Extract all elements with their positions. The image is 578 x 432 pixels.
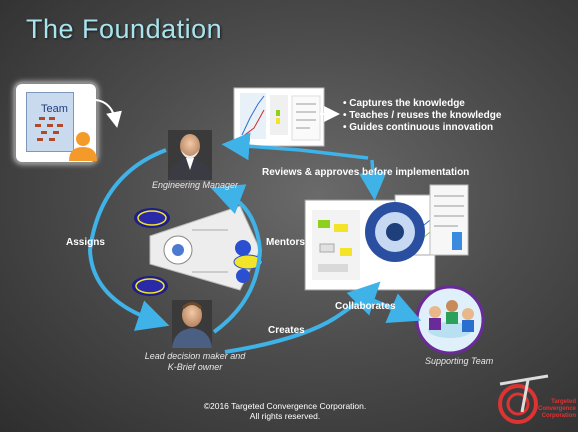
benefit-item: Guides continuous innovation (343, 122, 501, 134)
reviews-arrow (221, 132, 301, 161)
copyright-line: ©2016 Targeted Convergence Corporation. (203, 401, 367, 411)
team-box: Team (14, 82, 98, 164)
team-label: Team (41, 103, 68, 115)
lead-decision-maker-photo (172, 300, 212, 348)
logo-line: Corporation (541, 413, 576, 419)
reviews-label: Reviews & approves before implementation (262, 167, 470, 178)
person-icon (69, 132, 97, 161)
logo-line: Targeted (551, 399, 576, 405)
copyright-line: All rights reserved. (249, 411, 321, 421)
logo-line: Convergence (537, 406, 576, 412)
collaborates-label: Collaborates (335, 301, 396, 312)
benefit-item: Teaches / reuses the knowledge (343, 110, 501, 122)
engineering-manager-caption: Engineering Manager (151, 180, 239, 190)
supporting-team-caption: Supporting Team (425, 356, 494, 366)
assigns-label: Assigns (66, 237, 105, 248)
creates-label: Creates (268, 325, 305, 336)
lead-decision-maker-caption: Lead decision maker and K-Brief owner (144, 351, 246, 372)
creates-arrow (224, 281, 381, 354)
charts-document (233, 87, 325, 147)
engineering-manager-photo (168, 130, 212, 180)
supporting-team-illustration (415, 285, 485, 355)
benefits-list: Captures the knowledge Teaches / reuses … (343, 98, 501, 134)
benefit-item: Captures the knowledge (343, 98, 501, 110)
collaborates-arrow (371, 293, 422, 323)
copyright-notice: ©2016 Targeted Convergence Corporation. … (180, 401, 390, 421)
assigns-arrow (87, 148, 170, 331)
team-chart-card: Team (26, 92, 74, 152)
mentors-label: Mentors (266, 237, 305, 248)
team-arrow (95, 99, 122, 128)
page-title: The Foundation (26, 14, 223, 44)
mentors-arrow (210, 184, 263, 334)
targeted-convergence-logo (498, 374, 549, 424)
learning-funnel-diagram (132, 205, 263, 296)
logo-text: Targeted Convergence Corporation (532, 399, 576, 420)
k-brief-document (304, 184, 469, 291)
